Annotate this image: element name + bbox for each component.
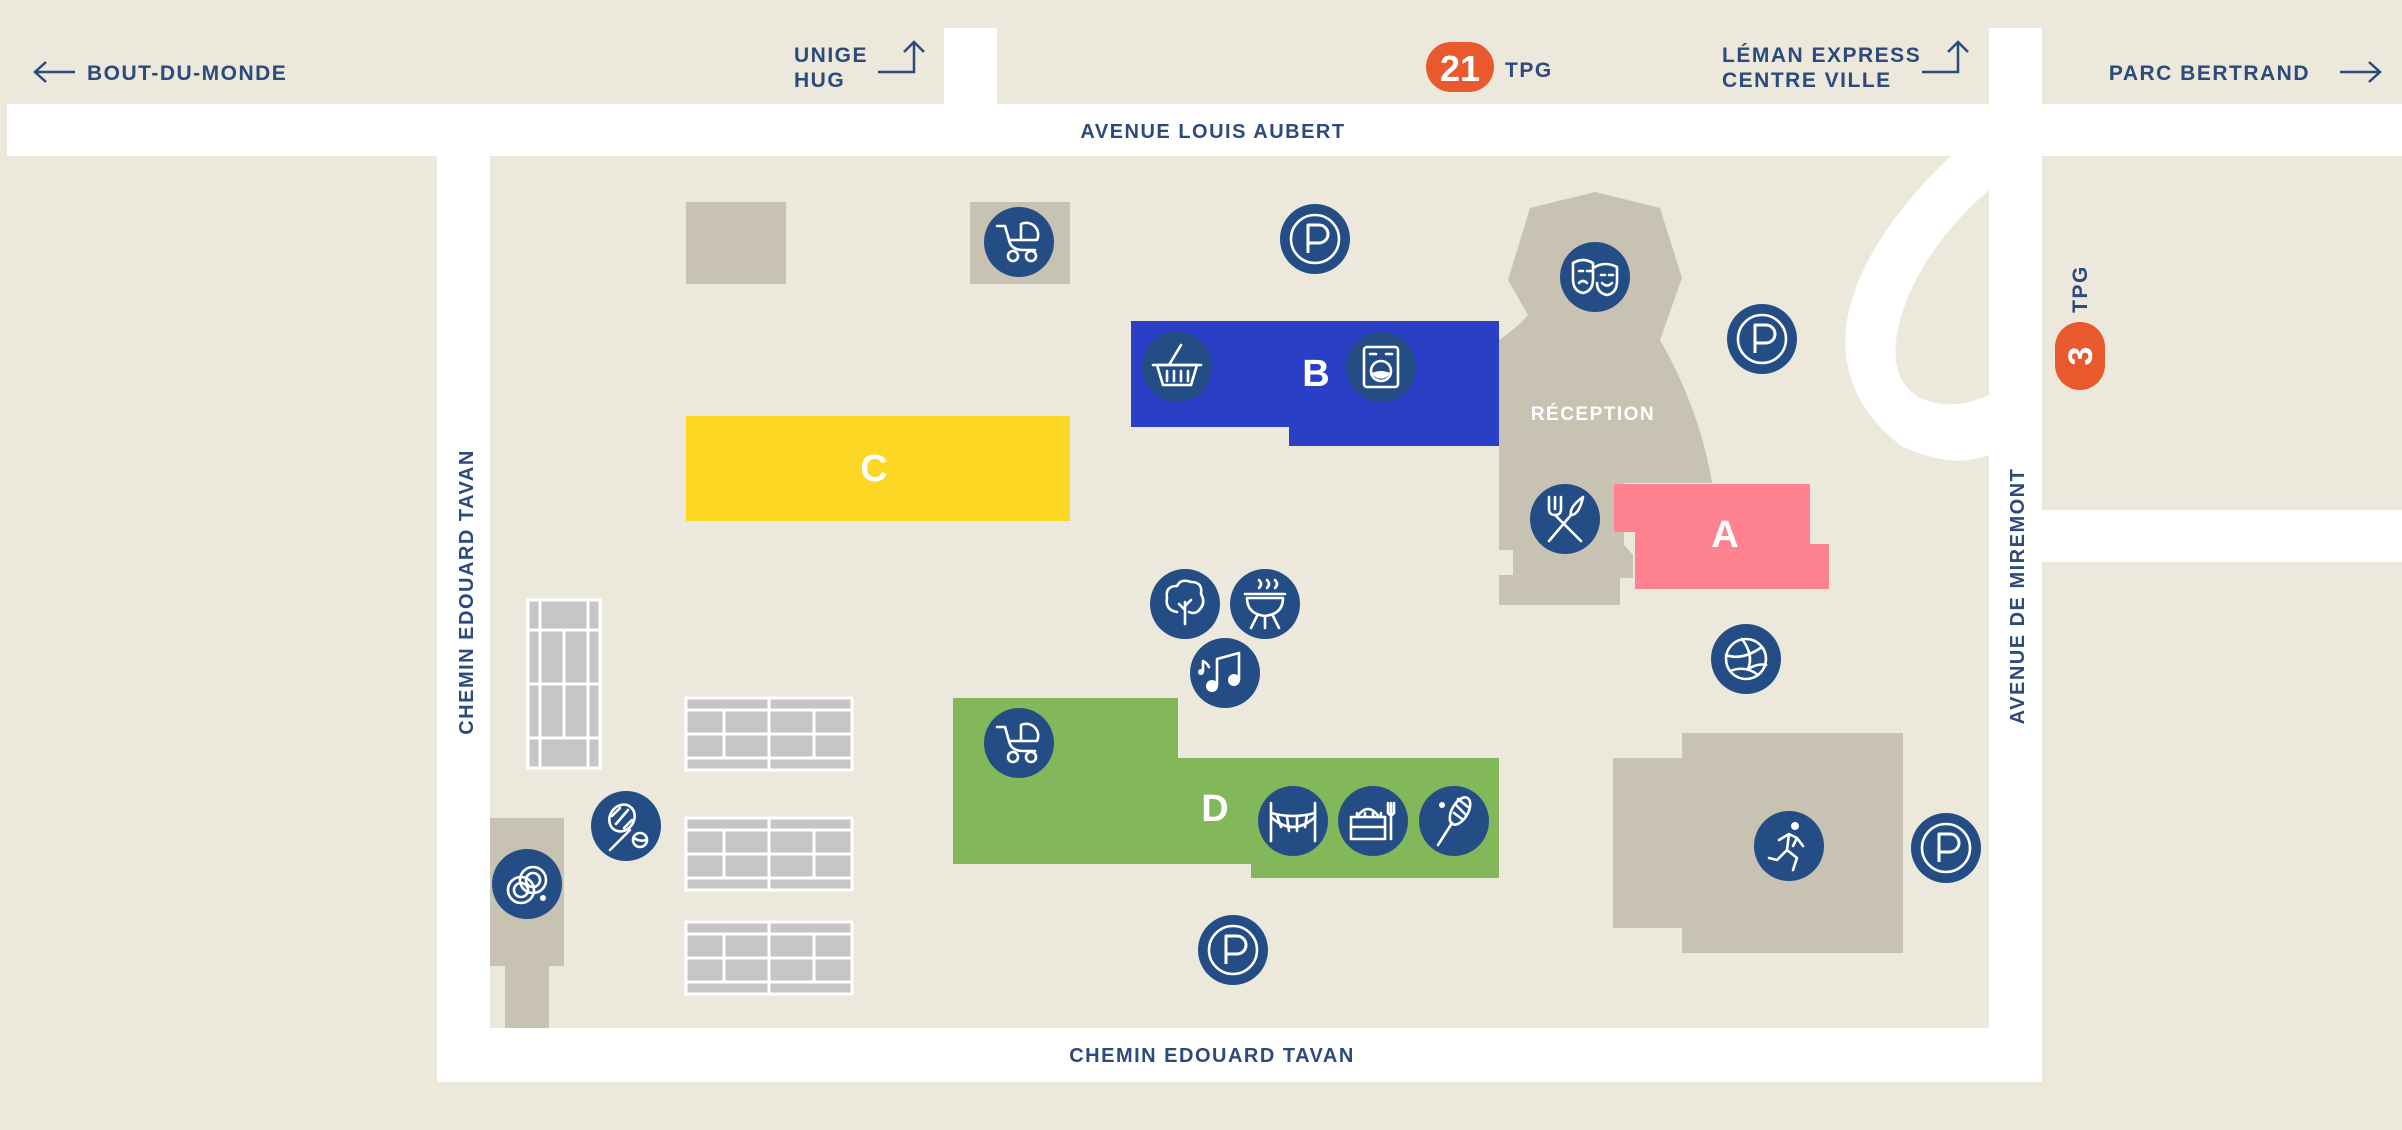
tennis-icon[interactable] bbox=[591, 791, 661, 861]
parking-icon[interactable] bbox=[1280, 204, 1350, 274]
building-d-label: D bbox=[1201, 788, 1228, 830]
tennis-court-vertical bbox=[526, 598, 602, 770]
laundry-icon[interactable] bbox=[1346, 332, 1416, 402]
bus-3-badge bbox=[2055, 322, 2105, 390]
basket-icon[interactable] bbox=[1142, 332, 1212, 402]
direction-label-leman-express: LÉMAN EXPRESS bbox=[1722, 44, 1921, 67]
bus-stop-3[interactable]: 3 TPG bbox=[2055, 265, 2105, 390]
direction-leman-express[interactable]: LÉMAN EXPRESS CENTRE VILLE bbox=[1722, 40, 1969, 92]
tennis-court-3 bbox=[684, 920, 854, 996]
street-label-chemin-edouard-tavan-west: CHEMIN EDOUARD TAVAN bbox=[456, 449, 478, 735]
hammock-icon[interactable] bbox=[1258, 786, 1328, 856]
direction-label-unige: UNIGE bbox=[794, 44, 868, 67]
tennis-court-2 bbox=[684, 816, 854, 892]
road-east-branch bbox=[2042, 510, 2402, 562]
barbecue-icon[interactable] bbox=[1230, 569, 1300, 639]
arrow-up-right-icon bbox=[878, 40, 925, 74]
building-a-label: A bbox=[1711, 514, 1738, 556]
reception-label: RÉCEPTION bbox=[1531, 403, 1655, 425]
volleyball-icon[interactable] bbox=[1711, 624, 1781, 694]
music-icon[interactable] bbox=[1190, 638, 1260, 708]
parking-icon[interactable] bbox=[1727, 304, 1797, 374]
tree-icon[interactable] bbox=[1150, 569, 1220, 639]
petanque-icon[interactable] bbox=[492, 849, 562, 919]
cutlery-icon[interactable] bbox=[1530, 484, 1600, 554]
direction-bout-du-monde[interactable]: BOUT-DU-MONDE bbox=[33, 61, 287, 85]
road-chemin-edouard-tavan-south bbox=[437, 1028, 2042, 1082]
annex-building-1 bbox=[686, 202, 786, 284]
arrow-right-icon bbox=[2340, 61, 2382, 83]
direction-unige-hug[interactable]: UNIGE HUG bbox=[794, 40, 925, 92]
bus-stop-21[interactable]: 21 TPG bbox=[1426, 42, 1553, 92]
road-north-stub-left bbox=[944, 28, 997, 108]
bus-21-label: TPG bbox=[1505, 59, 1553, 82]
tennis-courts bbox=[526, 598, 854, 996]
road-curve-ramp bbox=[1845, 155, 1989, 461]
arrow-left-icon bbox=[33, 61, 75, 83]
street-label-chemin-edouard-tavan-south: CHEMIN EDOUARD TAVAN bbox=[1069, 1045, 1355, 1067]
stroller-icon[interactable] bbox=[984, 708, 1054, 778]
theater-masks-icon[interactable] bbox=[1560, 242, 1630, 312]
arrow-up-right-icon bbox=[1922, 40, 1969, 74]
building-c-label: C bbox=[860, 448, 887, 490]
street-label-avenue-louis-aubert: AVENUE LOUIS AUBERT bbox=[1080, 121, 1345, 143]
picnic-basket-icon[interactable] bbox=[1338, 786, 1408, 856]
road-avenue-de-miremont bbox=[1989, 28, 2042, 1082]
building-b-label: B bbox=[1302, 353, 1329, 395]
road-network bbox=[7, 28, 2402, 1082]
bus-21-number: 21 bbox=[1440, 48, 1480, 89]
parking-icon[interactable] bbox=[1911, 813, 1981, 883]
bus-3-number: 3 bbox=[2062, 347, 2100, 366]
running-icon[interactable] bbox=[1754, 811, 1824, 881]
stroller-icon[interactable] bbox=[984, 207, 1054, 277]
direction-label-parc-bertrand: PARC BERTRAND bbox=[2109, 62, 2310, 85]
building-a[interactable] bbox=[1614, 484, 1829, 589]
parking-icon[interactable] bbox=[1198, 915, 1268, 985]
building-c[interactable] bbox=[686, 416, 1070, 521]
street-label-avenue-de-miremont: AVENUE DE MIREMONT bbox=[2007, 468, 2029, 725]
tennis-court-1 bbox=[684, 696, 854, 772]
direction-label-hug: HUG bbox=[794, 69, 845, 92]
direction-label-centre-ville: CENTRE VILLE bbox=[1722, 69, 1892, 92]
road-chemin-edouard-tavan-west bbox=[437, 156, 490, 1082]
bus-3-label: TPG bbox=[2069, 265, 2092, 313]
squash-icon[interactable] bbox=[1419, 786, 1489, 856]
bus-21-badge bbox=[1426, 42, 1494, 92]
direction-label-bout-du-monde: BOUT-DU-MONDE bbox=[87, 62, 287, 85]
direction-parc-bertrand[interactable]: PARC BERTRAND bbox=[2109, 61, 2382, 85]
